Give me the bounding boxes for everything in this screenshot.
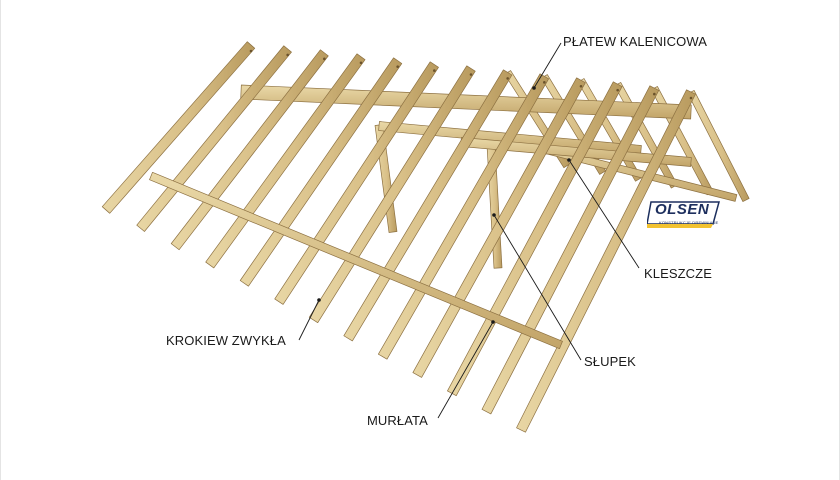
logo-name: OLSEN — [655, 201, 710, 218]
front-rafter — [516, 89, 696, 433]
back-rafter — [687, 90, 750, 202]
leader-line — [568, 159, 640, 269]
leader-line — [298, 299, 320, 341]
leader-line — [437, 321, 494, 419]
common-rafter-label: KROKIEW ZWYKŁA — [166, 333, 286, 348]
bolt-mark — [359, 61, 363, 65]
label-leader-lines — [298, 42, 640, 419]
logo-mark-icon — [646, 201, 720, 228]
bolt-mark — [616, 88, 619, 92]
leader-arrow-tip — [317, 298, 321, 302]
ridge-purlin-timber — [240, 84, 692, 120]
leader-arrow-tip — [492, 213, 496, 217]
bolt-mark — [543, 81, 546, 84]
bolt-mark — [433, 69, 436, 72]
wall-plate-front — [149, 171, 563, 350]
leader-line — [493, 214, 582, 361]
leader-line — [533, 42, 562, 89]
bolt-mark — [323, 57, 326, 61]
bolt-mark — [396, 65, 399, 68]
olsen-logo: OLSEN KONSTRUKCJE DREWNIANE — [646, 200, 721, 230]
bolt-mark — [286, 53, 289, 57]
post-label: SŁUPEK — [584, 354, 636, 369]
bolt-mark — [653, 92, 656, 96]
leader-arrow-tip — [532, 86, 536, 90]
ridge-purlin-label: PŁATEW KALENICOWA — [563, 34, 708, 49]
bolt-mark — [249, 49, 253, 53]
front-rafter — [101, 41, 256, 214]
leader-arrow-tip — [491, 320, 495, 324]
wall-plate-label: MURŁATA — [367, 413, 428, 428]
bolt-mark — [469, 73, 473, 76]
collar-ties-label: KLESZCZE — [644, 266, 712, 281]
ridge-purlin-beam — [240, 84, 692, 120]
bolt-mark — [689, 96, 693, 100]
bolt-mark — [579, 84, 583, 88]
bolt-mark — [506, 77, 509, 80]
logo-tagline: KONSTRUKCJE DREWNIANE — [659, 220, 719, 225]
leader-arrow-tip — [567, 158, 571, 162]
front-wall-plate-beam — [149, 171, 563, 350]
